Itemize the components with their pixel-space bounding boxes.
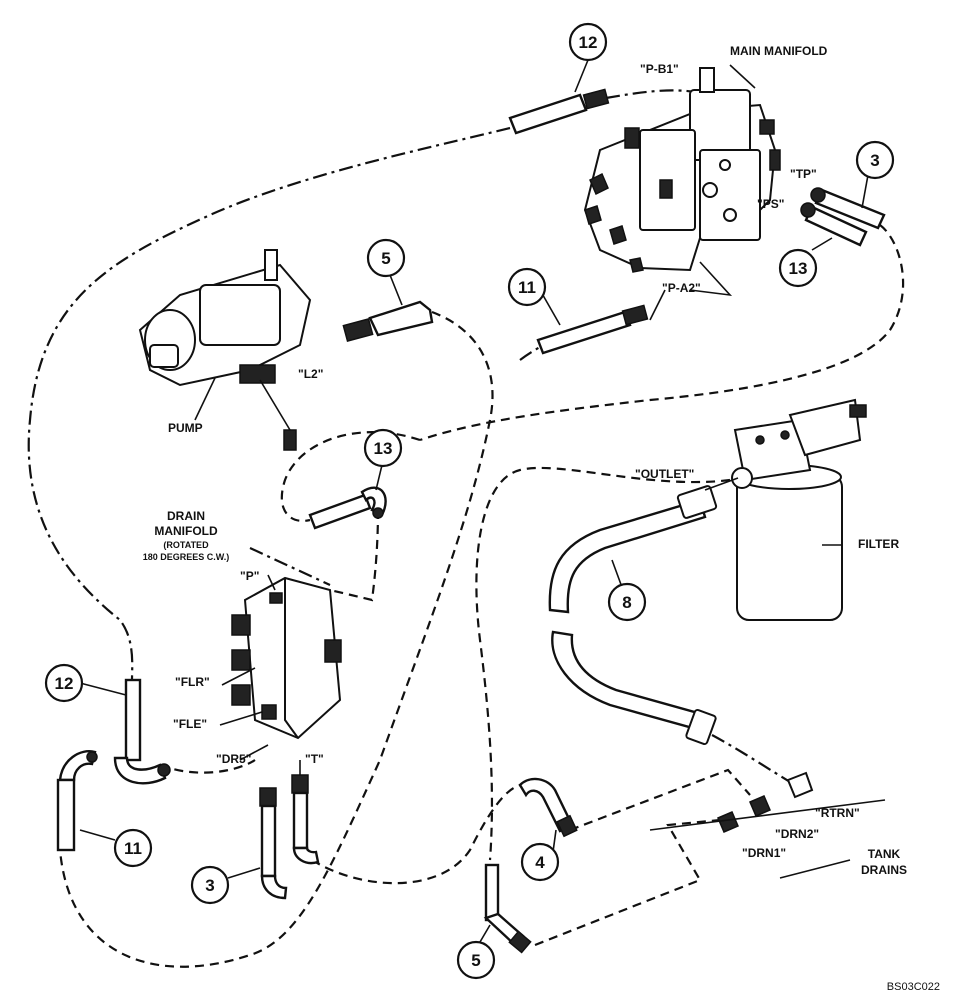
fle-label: "FLE": [173, 717, 207, 731]
callout-3-bottom: 3: [190, 865, 230, 905]
t-label: "T": [305, 752, 324, 766]
pump-label: PUMP: [168, 421, 203, 435]
ps-label: "PS": [757, 197, 784, 211]
tank-drains-label-2: DRAINS: [861, 863, 907, 877]
svg-text:4: 4: [535, 853, 545, 872]
svg-text:3: 3: [870, 151, 879, 170]
drain-manifold-label-1: DRAIN: [167, 509, 205, 523]
svg-text:11: 11: [124, 839, 142, 858]
svg-text:3: 3: [205, 876, 214, 895]
rtrn-label: "RTRN": [815, 806, 860, 820]
hose-5-lower: [483, 863, 532, 954]
callout-5-top: 5: [366, 238, 406, 278]
drain-manifold-label-2: MANIFOLD: [154, 524, 218, 538]
callout-11-left: 11: [113, 828, 153, 868]
drain-rotated-label-2: 180 DEGREES C.W.): [143, 552, 230, 562]
pump: [138, 249, 312, 451]
figure-id: BS03C022: [887, 981, 940, 993]
hoses-tp-ps: [800, 187, 886, 247]
tp-label: "TP": [790, 167, 817, 181]
hose-12-left: [113, 678, 171, 785]
svg-text:13: 13: [789, 259, 808, 278]
main-manifold-label: MAIN MANIFOLD: [730, 44, 828, 58]
hose-8: [548, 485, 718, 746]
svg-text:5: 5: [471, 951, 480, 970]
drn1-label: "DRN1": [742, 846, 786, 860]
tank-drains-label-1: TANK: [868, 847, 901, 861]
callout-13-mid: 13: [363, 428, 403, 468]
hose-13-upper: [308, 486, 387, 530]
svg-text:12: 12: [579, 33, 598, 52]
text-labels: MAIN MANIFOLD "P-B1" "TP" "PS" "P-A2" "L…: [143, 44, 940, 993]
tank-drains-bracket: [649, 799, 886, 879]
filter-label: FILTER: [858, 537, 899, 551]
callout-8: 8: [607, 582, 647, 622]
pb1-label: "P-B1": [640, 62, 679, 76]
l2-label: "L2": [298, 367, 323, 381]
svg-text:5: 5: [381, 249, 390, 268]
callout-13-top: 13: [778, 248, 818, 288]
pa2-label: "P-A2": [662, 281, 701, 295]
p-label: "P": [240, 569, 259, 583]
tank-drain-fittings: [717, 771, 814, 833]
drn2-label: "DRN2": [775, 827, 819, 841]
callout-12-left: 12: [44, 663, 84, 703]
svg-text:8: 8: [622, 593, 631, 612]
hose-4: [518, 777, 578, 838]
svg-text:11: 11: [518, 278, 536, 297]
svg-text:12: 12: [55, 674, 74, 693]
hose-11-left: [56, 750, 98, 852]
svg-text:13: 13: [374, 439, 393, 458]
drain-rotated-label-1: (ROTATED: [163, 540, 209, 550]
hose-3-lower: [259, 774, 320, 900]
outlet-label: "OUTLET": [635, 467, 694, 481]
hose-5-upper: [342, 300, 434, 343]
callout-11-top: 11: [507, 267, 547, 307]
hose-11-upper: [536, 304, 649, 355]
filter: [731, 398, 867, 621]
flr-label: "FLR": [175, 675, 210, 689]
drain-manifold: [231, 574, 342, 740]
callout-4: 4: [520, 842, 560, 882]
callout-5-bottom: 5: [456, 940, 496, 980]
leader-lines: [79, 59, 869, 943]
callout-12-top: 12: [568, 22, 608, 62]
dr5-label: "DR5": [216, 752, 251, 766]
main-manifold: [583, 64, 781, 273]
hose-12-top: [508, 88, 610, 135]
callout-3-top: 3: [855, 140, 895, 180]
